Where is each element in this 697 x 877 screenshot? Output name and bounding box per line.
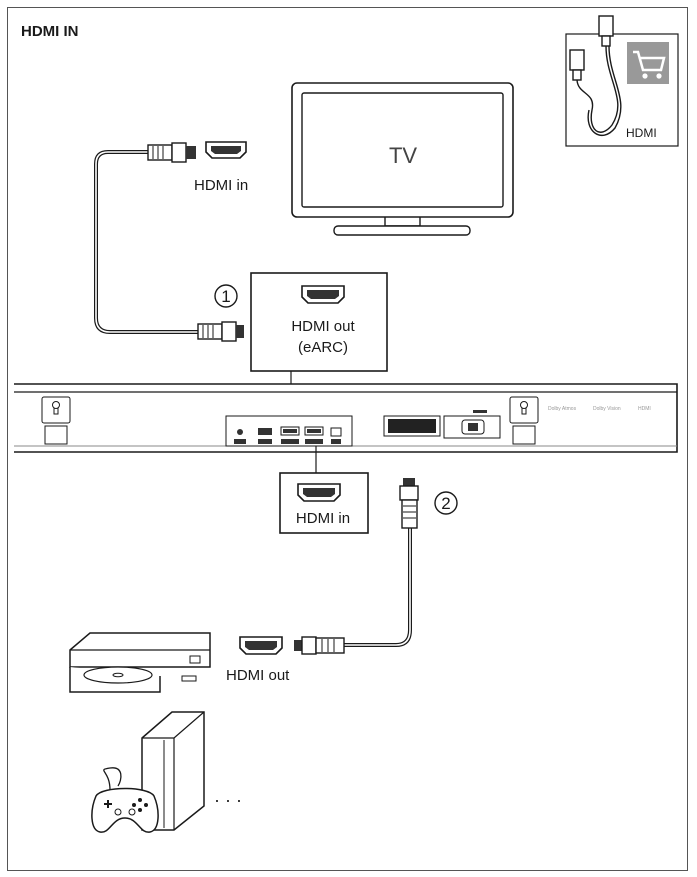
source-hdmi-out-port: HDMI out [226, 636, 290, 684]
cable-1-plug-soundbar [197, 323, 223, 340]
wall-mount-left [41, 396, 71, 445]
hdmi-cable-icon [569, 15, 622, 137]
tv-hdmi-in-label: HDMI in [194, 177, 248, 194]
cable-2-plug-soundbar [403, 478, 415, 486]
cable-2-plug-source [294, 640, 302, 651]
soundbar-power-section [383, 410, 501, 439]
tv-illustration: TV [291, 82, 514, 236]
page-frame [7, 7, 688, 871]
soundbar-logo-1: Dolby Atmos [548, 406, 577, 412]
hdmi-out-earc-label-line2: (eARC) [298, 339, 348, 356]
disc-player-icon [69, 632, 211, 693]
page-title: HDMI IN [21, 23, 79, 40]
soundbar-logo-3: HDMI [638, 406, 651, 412]
soundbar-illustration: Dolby Atmos Dolby Vision HDMI [14, 383, 678, 453]
soundbar-hdmi-in-label: HDMI in [296, 510, 350, 527]
tv-label: TV [389, 143, 417, 168]
soundbar-hdmi-out-callout: HDMI out (eARC) [250, 272, 388, 420]
soundbar-port-panel [225, 415, 353, 447]
step-1-number: 1 [221, 287, 230, 306]
source-hdmi-out-label: HDMI out [226, 667, 290, 684]
accessory-box: HDMI [565, 15, 679, 147]
hdmi-out-earc-label-line1: HDMI out [291, 318, 355, 335]
game-controller-icon [91, 767, 159, 833]
accessory-label: HDMI [626, 126, 657, 140]
step-2-marker: 2 [434, 491, 458, 515]
more-devices-ellipsis: · · · [214, 790, 242, 810]
soundbar-hdmi-in-callout: HDMI in [279, 446, 369, 534]
cable-1-plug-tv [147, 144, 173, 161]
tv-hdmi-in-port: HDMI in [194, 141, 248, 194]
shopping-cart-icon [627, 42, 669, 84]
step-1-marker: 1 [214, 284, 238, 308]
step-2-number: 2 [441, 494, 450, 513]
wall-mount-right [509, 396, 539, 445]
soundbar-logo-2: Dolby Vision [593, 406, 621, 412]
hdmi-cable-2 [294, 478, 419, 655]
hdmi-cable-1 [94, 142, 244, 342]
